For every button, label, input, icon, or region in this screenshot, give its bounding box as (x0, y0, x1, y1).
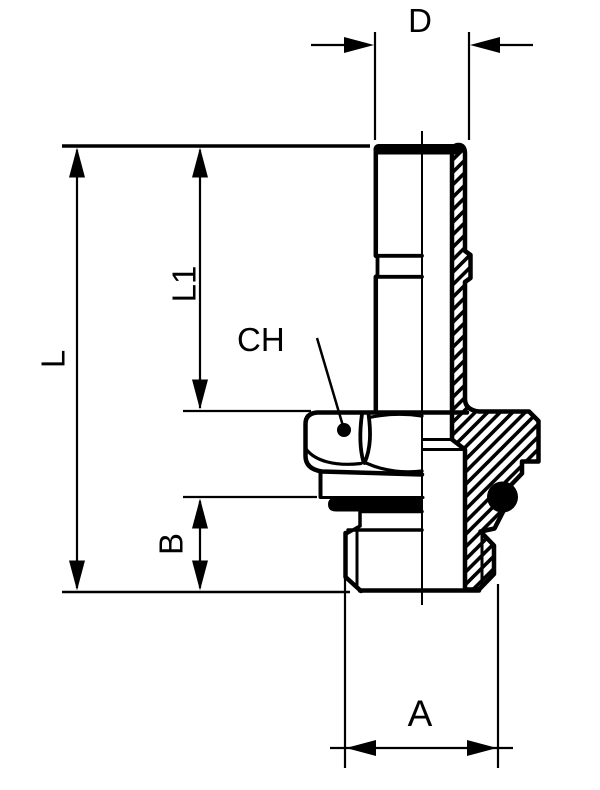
label-B: B (153, 533, 190, 555)
hex-chamfer-arcs (304, 412, 424, 474)
outside-left-half (303, 144, 482, 594)
dimension-D: D (311, 2, 533, 140)
ch-leader-line (315, 337, 345, 427)
gasket-band (328, 497, 423, 512)
hex-face-edges (358, 412, 372, 465)
callout-CH: CH (237, 321, 351, 437)
arrowhead (69, 560, 85, 591)
section-hatch (449, 142, 541, 592)
arrowhead (192, 147, 208, 178)
section-right-half (422, 142, 541, 592)
arrowhead (192, 498, 208, 529)
label-CH: CH (237, 321, 285, 358)
arrowhead (192, 560, 208, 591)
label-L1: L1 (166, 266, 203, 303)
dimension-A: A (330, 576, 513, 768)
arrowhead (192, 379, 208, 410)
label-L: L (35, 350, 72, 368)
hex-nut-outline (303, 410, 470, 477)
arrowhead (346, 740, 376, 756)
label-D: D (408, 2, 432, 39)
label-A: A (408, 693, 433, 734)
stem-groove (373, 253, 424, 279)
o-ring-cross-section (487, 481, 518, 513)
dimension-B: B (153, 495, 317, 591)
arrowhead (69, 147, 85, 178)
bore-step-lines (422, 438, 465, 451)
thread-left-edges (343, 530, 364, 594)
stem-top-cap (373, 144, 464, 155)
dimension-L: L (35, 144, 370, 594)
dimension-L1: L1 (166, 147, 311, 413)
ch-leader-dot (337, 423, 351, 437)
arrowhead (470, 37, 500, 53)
arrowhead (467, 740, 497, 756)
arrowhead (344, 37, 374, 53)
